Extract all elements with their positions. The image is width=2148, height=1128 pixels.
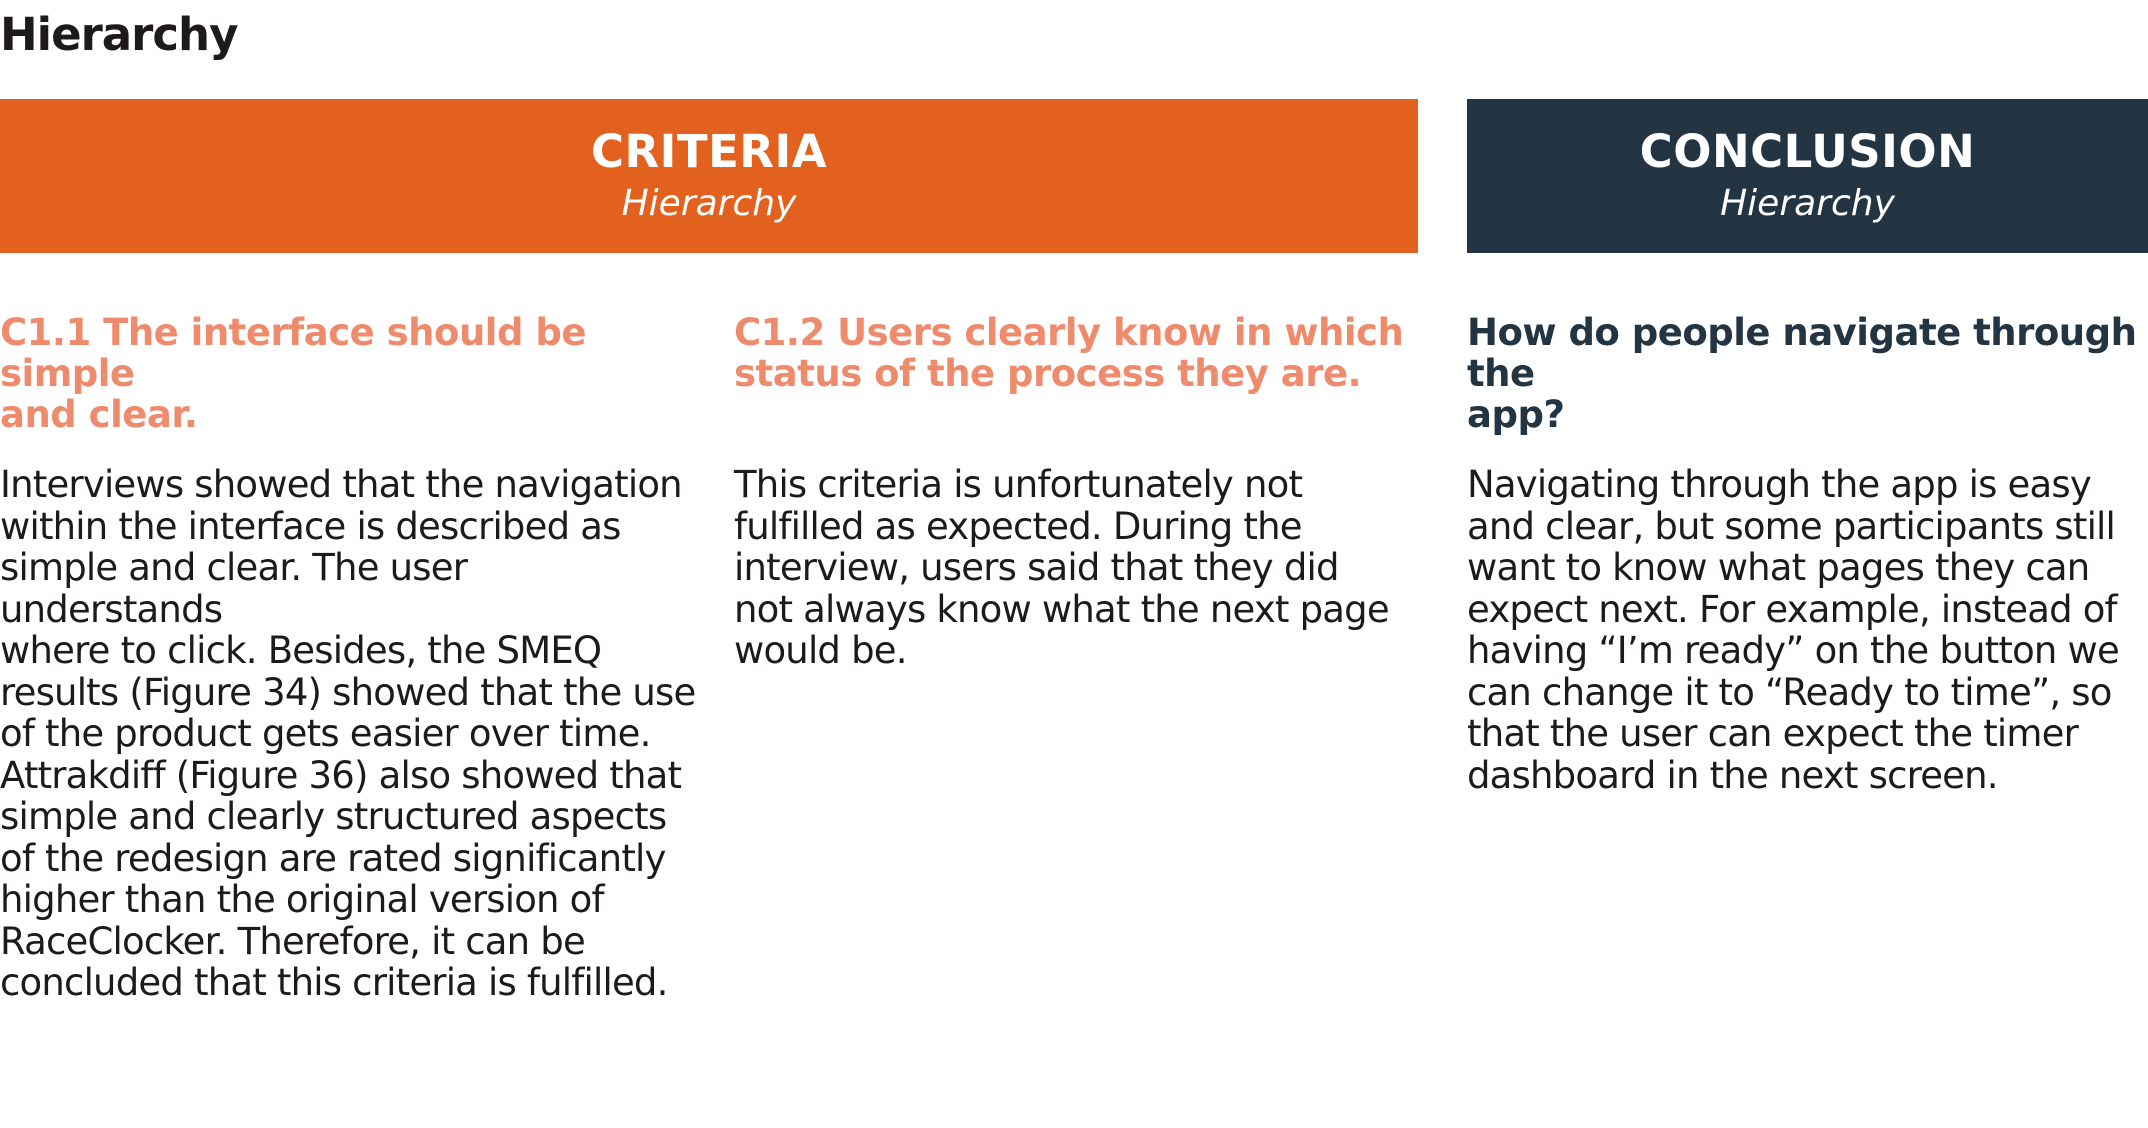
criteria-header-subtitle: Hierarchy [621,183,797,224]
conclusion-header-subtitle: Hierarchy [1720,183,1895,224]
page-title: Hierarchy [0,8,238,61]
conclusion-body: Navigating through the app is easy and c… [1467,463,2120,797]
conclusion-heading: How do people navigate through the app? [1467,311,2137,436]
conclusion-header-title: CONCLUSION [1639,125,1976,178]
criterion-c1-2-body: This criteria is unfortunately not fulfi… [734,463,1390,672]
criterion-c1-2-heading: C1.2 Users clearly know in which status … [734,311,1404,395]
criterion-c1-2: C1.2 Users clearly know in which status … [734,311,1434,671]
criterion-c1-1: C1.1 The interface should be simple and … [0,311,700,1003]
criteria-header: CRITERIA Hierarchy [0,99,1418,253]
criterion-c1-1-heading: C1.1 The interface should be simple and … [0,311,586,436]
conclusion-column: How do people navigate through the app? … [1467,311,2148,796]
conclusion-header: CONCLUSION Hierarchy [1467,99,2148,253]
criteria-header-title: CRITERIA [590,125,828,178]
criterion-c1-1-body: Interviews showed that the navigation wi… [0,463,696,1004]
